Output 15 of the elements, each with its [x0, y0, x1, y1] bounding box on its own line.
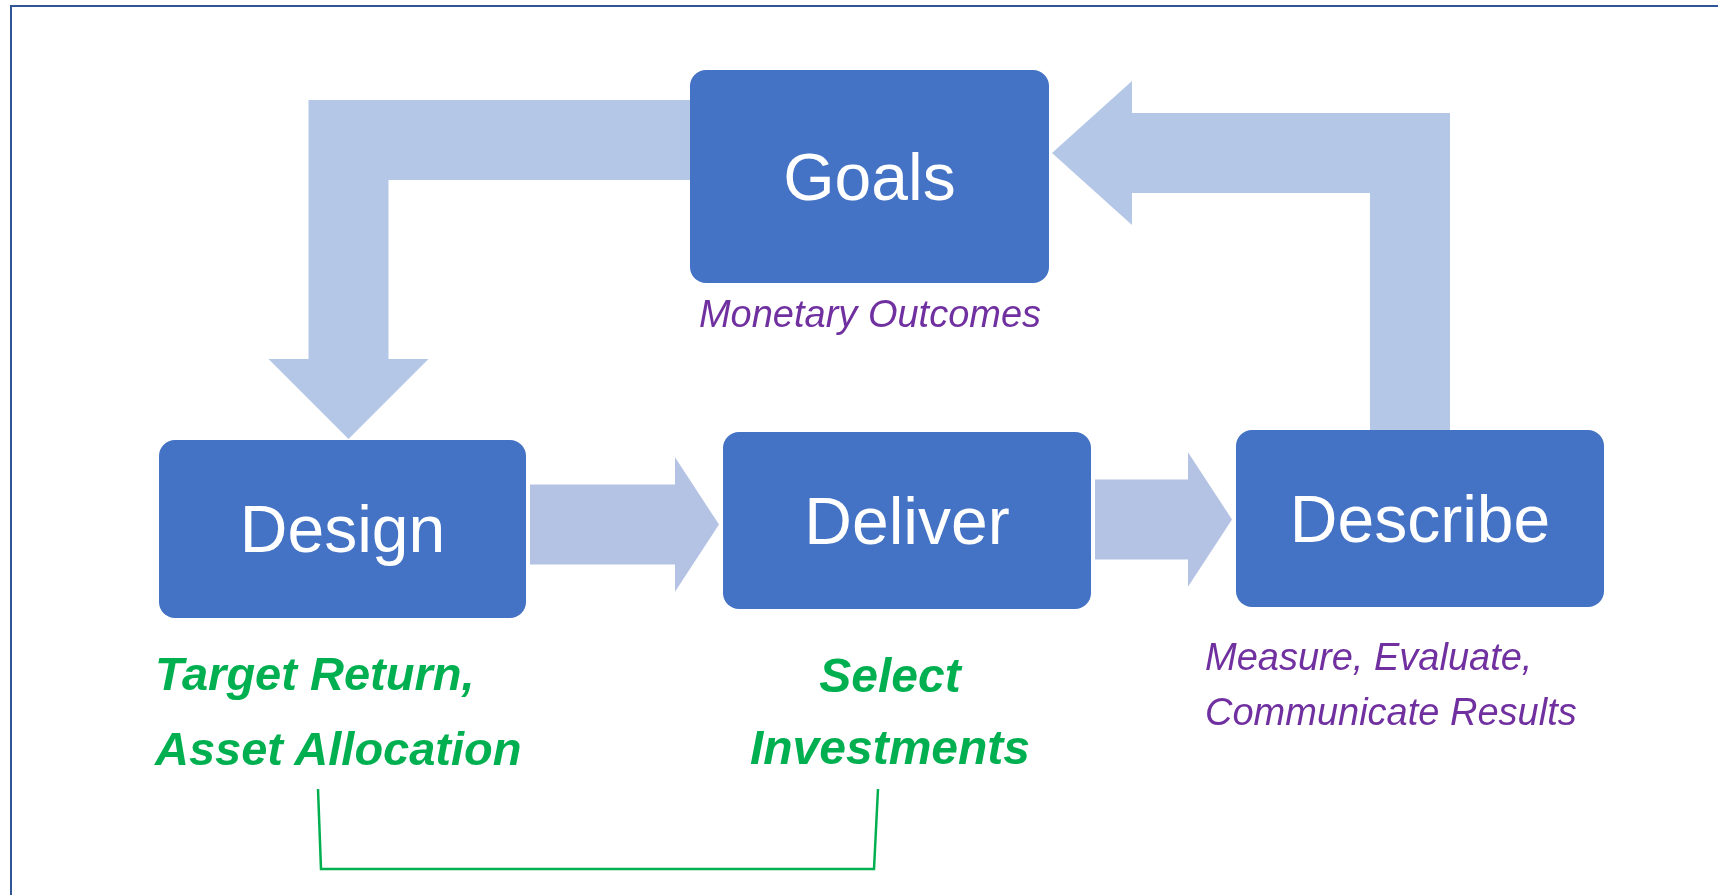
- block-arrow: [530, 457, 719, 592]
- box-title: Describe: [1289, 485, 1551, 552]
- caption-text: Monetary Outcomes: [697, 292, 1043, 337]
- process-box: [159, 440, 526, 618]
- block-arrow: [1095, 452, 1232, 587]
- process-box: [690, 70, 1049, 283]
- process-box: [1236, 430, 1604, 607]
- process-box: [723, 432, 1091, 609]
- box-title: Goals: [783, 143, 956, 210]
- caption-text: Measure, Evaluate, Communicate Results: [1205, 635, 1578, 736]
- box-title: Deliver: [804, 487, 1010, 554]
- caption-text: Target Return, Asset Allocation: [155, 646, 523, 778]
- block-arrow: [268, 100, 690, 439]
- caption-text: Select Investments: [748, 648, 1032, 776]
- block-arrow: [1052, 81, 1450, 430]
